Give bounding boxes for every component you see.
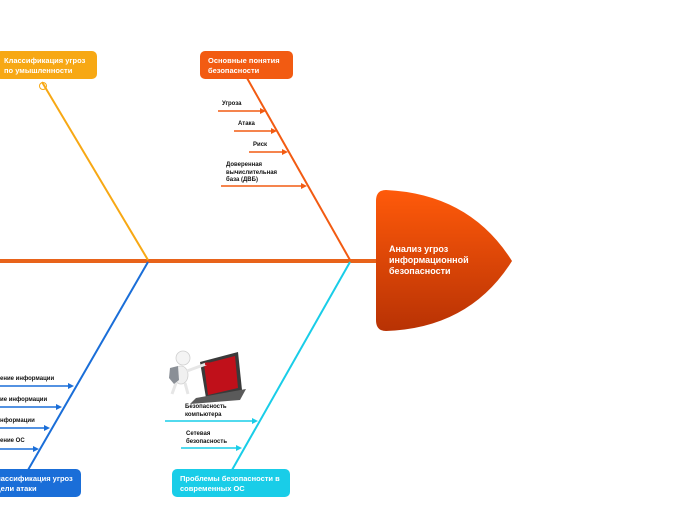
arrow-head-icon	[236, 445, 242, 451]
label-network-security[interactable]: Сетевая безопасность	[186, 431, 232, 446]
label-computer-security[interactable]: Безопасность компьютера	[185, 404, 235, 419]
branch-title-top-left: Классификация угроз по умышленности	[4, 56, 85, 75]
label-trusted-base[interactable]: Доверенная вычислительная база (ДВБ)	[226, 162, 284, 185]
branch-line-bottom-right	[232, 262, 350, 470]
branch-title-top-right: Основные понятия безопасности	[208, 56, 280, 75]
arrow-head-icon	[44, 425, 50, 431]
label-bl-1[interactable]: ение информации	[0, 376, 54, 384]
arrow-head-icon	[252, 418, 258, 424]
branch-title-bottom-left: лассификация угроз цели атаки	[0, 474, 73, 493]
label-bl-3[interactable]: нформации	[0, 418, 35, 426]
label-bl-4[interactable]: ение ОС	[0, 438, 25, 446]
hacker-laptop-icon	[169, 351, 246, 404]
label-threat[interactable]: Угроза	[222, 101, 242, 109]
label-bl-2[interactable]: ие информации	[0, 397, 47, 405]
branch-box-bottom-right[interactable]: Проблемы безопасности в современных ОС	[172, 469, 290, 497]
branch-box-top-left[interactable]: Классификация угроз по умышленности	[0, 51, 97, 79]
arrow-head-icon	[56, 404, 62, 410]
branch-line-bottom-left	[28, 262, 148, 470]
diagram-title: Анализ угроз информационной безопасности	[389, 244, 499, 277]
branch-title-bottom-right: Проблемы безопасности в современных ОС	[180, 474, 280, 493]
branch-line-top-left	[42, 82, 148, 260]
arrow-head-icon	[68, 383, 74, 389]
branch-box-top-right[interactable]: Основные понятия безопасности	[200, 51, 293, 79]
label-attack[interactable]: Атака	[238, 121, 255, 129]
branch-box-bottom-left[interactable]: лассификация угроз цели атаки	[0, 469, 81, 497]
label-risk[interactable]: Риск	[253, 142, 267, 150]
